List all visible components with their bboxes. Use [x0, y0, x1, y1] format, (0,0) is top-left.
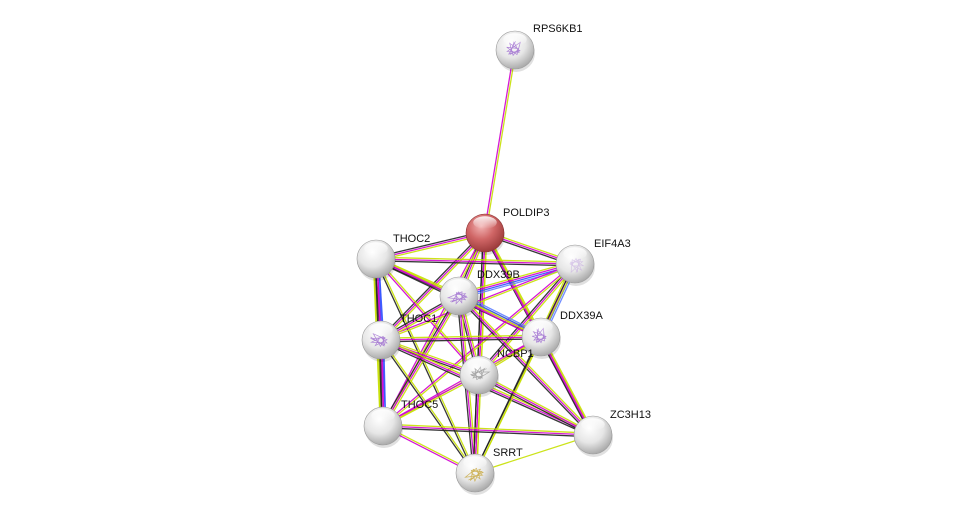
- edge-ncbp1-zc3h13[interactable]: [477, 372, 595, 438]
- edge-evidence-coexpression: [379, 340, 475, 474]
- edge-evidence-experiments: [382, 262, 575, 426]
- sphere-highlight: [364, 242, 388, 255]
- edge-evidence-coexpression: [457, 296, 593, 437]
- edge-evidence-textmining: [383, 296, 462, 428]
- node-ncbp1[interactable]: NCBP1: [459, 348, 534, 397]
- node-ddx39b[interactable]: DDX39B: [439, 269, 520, 318]
- sphere-highlight: [581, 418, 605, 431]
- edge-evidence-coexpression: [477, 262, 575, 375]
- edge-thoc1-ddx39a[interactable]: [380, 334, 542, 343]
- sphere-highlight: [467, 358, 491, 371]
- node-thoc1[interactable]: THOC1: [361, 313, 437, 362]
- edge-evidence-textmining: [383, 233, 487, 427]
- edge-evidence-coexpression: [375, 260, 575, 267]
- edge-evidence-experiments: [375, 258, 576, 265]
- edge-evidence-coexpression: [380, 294, 459, 426]
- node-label: THOC2: [393, 233, 430, 245]
- edge-evidence-coexpression: [477, 376, 593, 438]
- sphere-highlight: [371, 409, 395, 422]
- edge-evidence-textmining: [479, 264, 577, 377]
- edge-ddx39a-srrt[interactable]: [473, 336, 543, 474]
- edge-evidence-textmining: [474, 434, 594, 474]
- edge-evidence-experiments: [381, 232, 485, 426]
- node-label: DDX39A: [560, 310, 603, 322]
- edge-thoc5-zc3h13[interactable]: [382, 423, 594, 438]
- edge-evidence-textmining: [475, 337, 543, 474]
- sphere-highlight: [563, 247, 587, 260]
- node-thoc5[interactable]: THOC5: [363, 399, 438, 448]
- edge-evidence-textmining: [383, 423, 594, 434]
- edge-evidence-experiments: [458, 262, 575, 296]
- sphere-highlight: [447, 279, 471, 292]
- edge-eif4a3-ncbp1[interactable]: [477, 262, 577, 377]
- edge-poldip3-thoc5[interactable]: [381, 232, 487, 427]
- node-label: SRRT: [493, 447, 523, 459]
- edge-evidence-coexpression: [381, 338, 542, 343]
- edge-evidence-textmining: [485, 50, 517, 234]
- node-label: THOC1: [400, 313, 437, 325]
- node-label: NCBP1: [497, 348, 534, 360]
- edge-evidence-experiments: [478, 263, 576, 376]
- edge-evidence-textmining: [381, 233, 487, 342]
- edge-evidence-experiments: [380, 262, 575, 340]
- edge-layer: [372, 49, 596, 475]
- edge-evidence-textmining: [486, 231, 544, 337]
- node-poldip3[interactable]: POLDIP3: [465, 207, 549, 255]
- edge-rps6kb1-poldip3[interactable]: [483, 49, 517, 234]
- sphere-highlight: [473, 216, 497, 229]
- edge-thoc2-eif4a3[interactable]: [375, 256, 576, 267]
- edge-evidence-textmining: [376, 258, 477, 473]
- edge-evidence-coexpression: [374, 259, 475, 474]
- edge-evidence-textmining: [381, 339, 477, 473]
- sphere-highlight: [503, 33, 527, 46]
- sphere-highlight: [529, 320, 553, 333]
- edge-evidence-experiments: [374, 259, 479, 377]
- edge-evidence-experiments: [382, 295, 460, 427]
- edge-thoc2-srrt[interactable]: [374, 258, 477, 474]
- edge-evidence-experiments: [382, 425, 594, 436]
- node-label: RPS6KB1: [533, 23, 583, 35]
- node-label: ZC3H13: [610, 409, 651, 421]
- node-srrt[interactable]: SRRT: [455, 447, 523, 495]
- node-ddx39a[interactable]: DDX39A: [521, 310, 603, 359]
- protein-structure-icon: [369, 332, 388, 348]
- edge-evidence-textmining: [383, 264, 576, 428]
- edge-evidence-coexpression: [382, 427, 593, 438]
- edge-evidence-experiments: [380, 336, 542, 341]
- edge-eif4a3-thoc5[interactable]: [382, 262, 576, 428]
- protein-structure-icon: [446, 291, 468, 305]
- edge-evidence-textmining: [458, 260, 575, 295]
- sphere-highlight: [369, 323, 393, 336]
- protein-structure-icon: [569, 257, 584, 274]
- edge-evidence-coexpression: [473, 336, 541, 473]
- protein-structure-icon: [464, 467, 485, 482]
- edge-thoc1-srrt[interactable]: [379, 339, 477, 474]
- edge-evidence-textmining: [376, 256, 576, 263]
- edge-ddx39b-thoc5[interactable]: [380, 294, 462, 428]
- edge-srrt-zc3h13[interactable]: [474, 434, 594, 474]
- node-eif4a3[interactable]: EIF4A3: [555, 238, 631, 286]
- node-rps6kb1[interactable]: RPS6KB1: [495, 23, 583, 72]
- edge-evidence-experiments: [478, 374, 594, 436]
- node-label: POLDIP3: [503, 207, 549, 219]
- node-label: THOC5: [401, 399, 438, 411]
- edge-evidence-experiments: [483, 49, 515, 233]
- sphere-highlight: [463, 456, 487, 469]
- edge-evidence-textmining: [479, 372, 595, 434]
- node-label: DDX39B: [477, 269, 520, 281]
- node-label: EIF4A3: [594, 238, 631, 250]
- node-zc3h13[interactable]: ZC3H13: [573, 409, 651, 457]
- edge-evidence-textmining: [380, 334, 541, 339]
- node-thoc2[interactable]: THOC2: [356, 233, 430, 281]
